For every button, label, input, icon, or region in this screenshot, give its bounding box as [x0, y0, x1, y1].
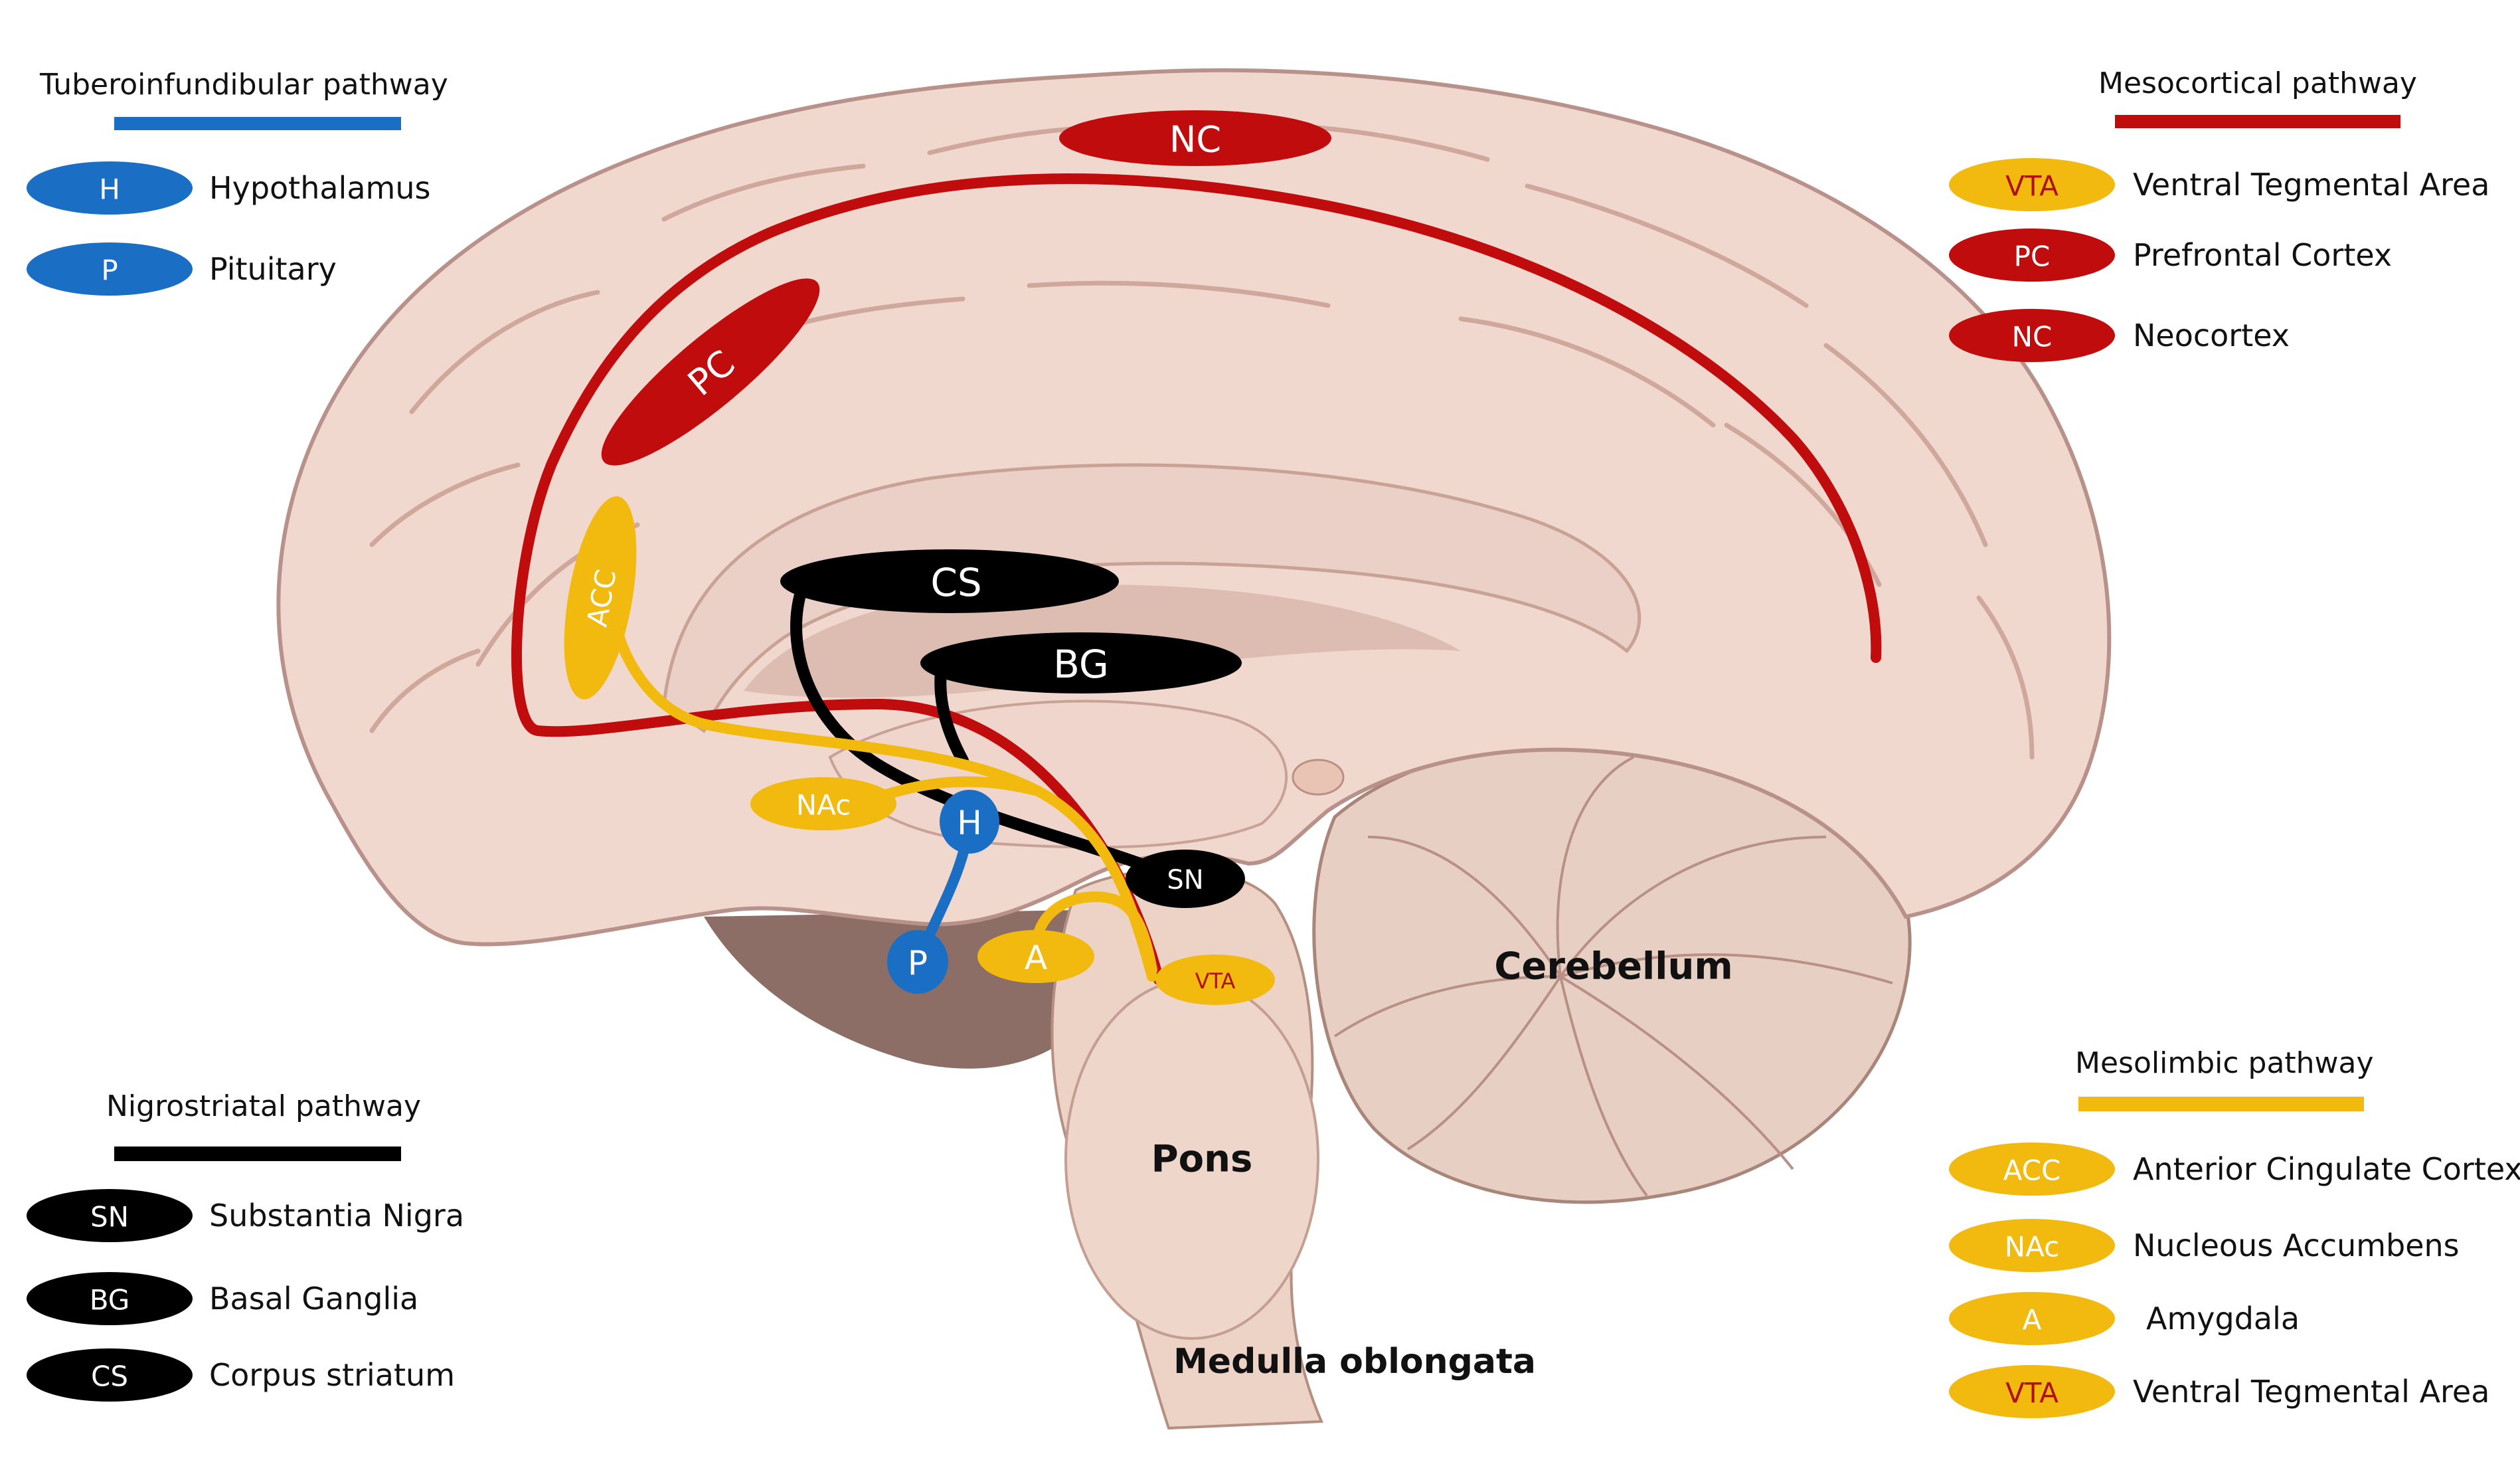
nigrostriatal-pathway-cs: [790, 579, 1181, 883]
legend-item: VTA Ventral Tegmental Area: [1949, 1365, 2489, 1418]
legend-nigrostriatal-title: Nigrostriatal pathway: [106, 1089, 421, 1123]
legend-item: P Pituitary: [27, 242, 337, 296]
legend-abbr: CS: [91, 1360, 128, 1393]
legend-label: Prefrontal Cortex: [2133, 237, 2392, 273]
legend-item: VTA Ventral Tegmental Area: [1949, 158, 2489, 211]
node-pc: PC: [601, 278, 820, 466]
node-cs: CS: [780, 549, 1119, 613]
node-a: A: [977, 930, 1094, 983]
legend-mesocortical-bar: [2115, 115, 2400, 128]
pineal-gland: [1292, 759, 1345, 796]
legend-mesolimbic-title: Mesolimbic pathway: [2075, 1046, 2374, 1080]
legend-label: Ventral Tegmental Area: [2133, 1374, 2489, 1410]
node-bg: BG: [920, 632, 1242, 693]
node-h-label: H: [957, 804, 982, 842]
node-vta-label: VTA: [1195, 968, 1236, 994]
node-sn-label: SN: [1167, 865, 1203, 895]
node-h: H: [940, 790, 999, 854]
legend-tuberoinfundibular-bar: [114, 117, 401, 130]
node-p-label: P: [908, 944, 928, 982]
node-nc-label: NC: [1169, 119, 1221, 161]
node-acc: ACC: [564, 496, 637, 699]
legend-mesocortical-title: Mesocortical pathway: [2098, 66, 2417, 100]
legend-abbr: VTA: [2005, 1377, 2058, 1410]
legend-abbr: H: [99, 173, 120, 206]
node-a-label: A: [1025, 939, 1047, 977]
legend-abbr: NAc: [2005, 1231, 2060, 1263]
node-sn: SN: [1126, 850, 1245, 908]
legend-item: H Hypothalamus: [27, 161, 430, 215]
legend-item: PC Prefrontal Cortex: [1949, 229, 2392, 282]
legend-abbr: A: [2023, 1304, 2042, 1336]
legend-abbr: VTA: [2005, 170, 2058, 203]
node-cs-label: CS: [930, 560, 981, 605]
legend-nigrostriatal-bar: [114, 1147, 401, 1161]
mesolimbic-pathway-acc: [612, 626, 1157, 982]
legend-item: ACC Anterior Cingulate Cortex: [1949, 1143, 2520, 1196]
pathways: [511, 173, 1882, 985]
legend-mesolimbic-bar: [2078, 1097, 2364, 1111]
cerebellum-label: Cerebellum: [1494, 945, 1732, 988]
brain-anatomy: [276, 68, 2112, 1430]
legend-abbr: ACC: [2003, 1154, 2061, 1187]
legend-abbr: NC: [2012, 321, 2053, 353]
legend-item: NC Neocortex: [1949, 309, 2290, 362]
legend-item: NAc Nucleous Accumbens: [1949, 1219, 2460, 1272]
node-bg-label: BG: [1053, 642, 1109, 687]
legend-mesocortical: Mesocortical pathway VTA Ventral Tegment…: [1949, 66, 2489, 362]
legend-label: Corpus striatum: [209, 1357, 455, 1393]
legend-label: Hypothalamus: [209, 170, 430, 206]
legend-label: Substantia Nigra: [209, 1198, 464, 1234]
legend-nigrostriatal: Nigrostriatal pathway SN Substantia Nigr…: [27, 1089, 464, 1402]
legend-label: Ventral Tegmental Area: [2133, 167, 2489, 203]
legend-item: CS Corpus striatum: [27, 1348, 455, 1402]
pons-label: Pons: [1151, 1138, 1253, 1181]
legend-mesolimbic: Mesolimbic pathway ACC Anterior Cingulat…: [1949, 1046, 2520, 1418]
legend-abbr: P: [101, 254, 118, 287]
cerebellum-folia: [1333, 756, 1893, 1197]
legend-label: Neocortex: [2133, 318, 2290, 353]
node-nc: NC: [1059, 110, 1331, 166]
legend-label: Anterior Cingulate Cortex: [2133, 1151, 2520, 1187]
node-p: P: [887, 930, 948, 994]
node-nac-label: NAc: [796, 789, 851, 822]
mesolimbic-pathway-a: [1031, 891, 1157, 975]
legend-item: BG Basal Ganglia: [27, 1272, 418, 1325]
legend-abbr: PC: [2014, 240, 2051, 273]
legend-label: Pituitary: [209, 251, 337, 287]
legend-abbr: SN: [90, 1201, 129, 1234]
legend-label: Basal Ganglia: [209, 1281, 418, 1317]
legend-label: Nucleous Accumbens: [2133, 1228, 2460, 1263]
node-vta: VTA: [1155, 955, 1275, 1005]
legend-tuberoinfundibular-title: Tuberoinfundibular pathway: [39, 68, 448, 102]
legend-abbr: BG: [90, 1284, 130, 1317]
legend-label: Amygdala: [2146, 1301, 2300, 1336]
node-nac: NAc: [750, 777, 896, 830]
legend-item: SN Substantia Nigra: [27, 1189, 464, 1242]
medulla-label: Medulla oblongata: [1173, 1342, 1536, 1382]
mesocortical-pathway-long: [511, 173, 1882, 985]
legend-tuberoinfundibular: Tuberoinfundibular pathway H Hypothalamu…: [27, 68, 448, 296]
legend-item: A Amygdala: [1949, 1292, 2300, 1345]
